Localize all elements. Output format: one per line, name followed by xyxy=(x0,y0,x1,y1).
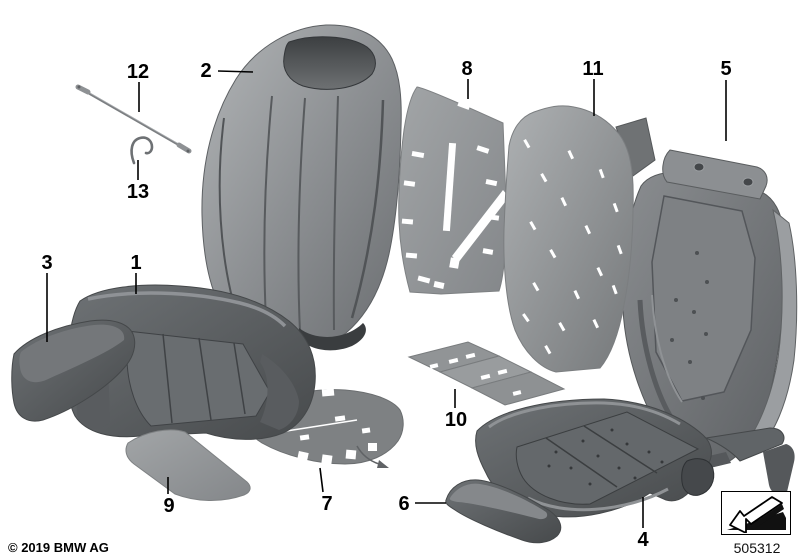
part-7-wire xyxy=(356,445,380,465)
copyright-text: © 2019 BMW AG xyxy=(8,540,109,555)
callout-4[interactable]: 4 xyxy=(637,529,649,551)
reference-box xyxy=(721,491,791,535)
part-5-inner-panel xyxy=(651,195,756,402)
callout-8[interactable]: 8 xyxy=(461,58,472,80)
part-3-thigh-support-cover xyxy=(11,319,136,422)
callout-leader-7 xyxy=(319,467,324,493)
part-6-thigh-support-foam xyxy=(445,479,562,544)
part-4-end-cap xyxy=(681,458,715,496)
part-1-center-panel xyxy=(126,330,271,427)
part-9-body xyxy=(125,429,251,502)
callout-2[interactable]: 2 xyxy=(200,60,211,82)
part-4-side-rail xyxy=(704,427,785,462)
callout-3[interactable]: 3 xyxy=(41,252,52,274)
callout-6[interactable]: 6 xyxy=(398,493,409,515)
callout-11[interactable]: 11 xyxy=(582,58,603,80)
part-11-backrest-foam-pad xyxy=(503,105,634,373)
part-8-backrest-heater-mat xyxy=(398,86,509,295)
callout-5[interactable]: 5 xyxy=(720,58,731,80)
callout-13[interactable]: 13 xyxy=(127,181,149,203)
part-4-pan xyxy=(515,411,700,505)
page-reference-arrow-icon xyxy=(727,496,786,533)
part-2-backrest-cover xyxy=(201,24,402,351)
callout-9[interactable]: 9 xyxy=(163,495,174,517)
callout-leader-2 xyxy=(217,70,254,73)
callout-10[interactable]: 10 xyxy=(445,409,467,431)
reference-number: 505312 xyxy=(733,540,781,556)
part-9-seat-pad xyxy=(125,429,251,502)
part-5-backrest-frame xyxy=(615,117,798,469)
part-5-top-bracket xyxy=(662,149,768,200)
part-13-retaining-hook xyxy=(130,136,154,165)
part-4-seat-foam-pan xyxy=(475,398,795,518)
part-12-tension-rod xyxy=(75,84,192,154)
part-11-body xyxy=(503,105,634,373)
callout-7[interactable]: 7 xyxy=(321,493,332,515)
part-7-wire-tip xyxy=(377,460,389,468)
part-2-headrest-recess xyxy=(283,36,376,90)
part-2-lower-opening xyxy=(298,323,366,351)
callout-1[interactable]: 1 xyxy=(130,252,141,274)
callout-12[interactable]: 12 xyxy=(127,61,149,83)
part-10-segmented-pad xyxy=(407,341,566,406)
